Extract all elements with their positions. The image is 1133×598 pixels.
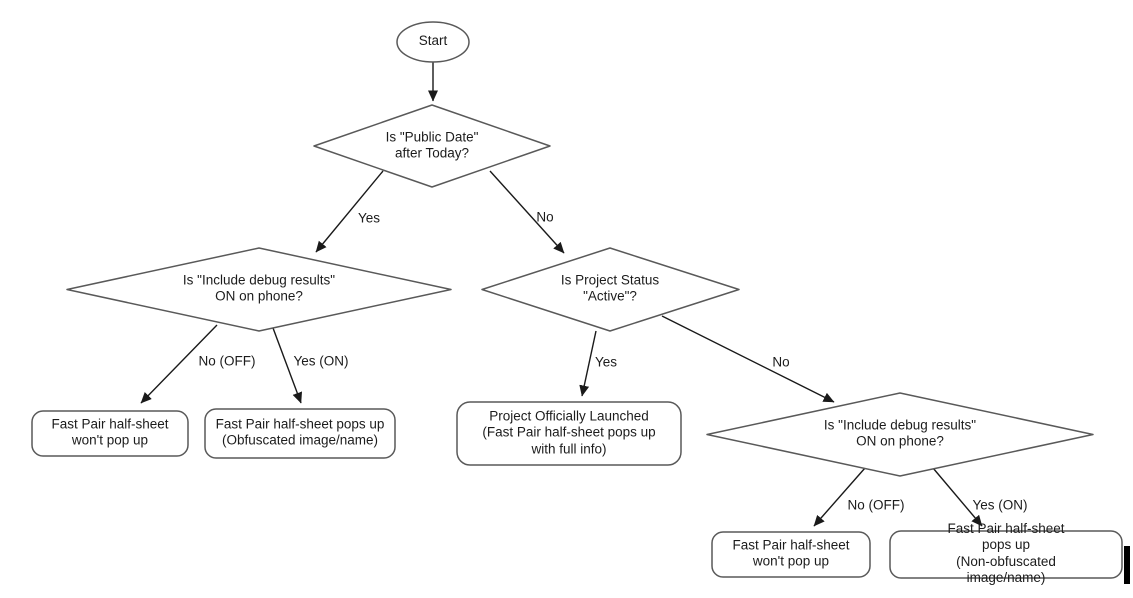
project-status-label: Is Project Status "Active"? [560, 272, 660, 304]
edge-label-no-off-2: No (OFF) [847, 497, 905, 513]
edge-label-no-2: No [772, 354, 790, 370]
edge-label-yes-2: Yes [594, 354, 618, 370]
edge-debug-right-yes-on [932, 467, 983, 527]
edge-debug-left-no-off [140, 324, 218, 404]
debug-left-diamond [66, 247, 452, 332]
launched-box [456, 401, 682, 466]
wont-popup-right-label: Fast Pair half-sheet won't pop up [732, 537, 850, 569]
debug-right-diamond [706, 392, 1094, 477]
edge-public-date-yes [315, 170, 384, 253]
debug-right-label: Is "Include debug results" ON on phone? [823, 417, 977, 449]
text-cursor [1124, 546, 1130, 584]
obfuscated-label: Fast Pair half-sheet pops up (Obfuscated… [215, 416, 385, 448]
edge-public-date-no [489, 170, 565, 254]
obfuscated-box [204, 408, 396, 459]
non-obfuscated-box [889, 530, 1123, 579]
edge-project-status-no [661, 315, 835, 403]
start-label: Start [418, 32, 448, 48]
wont-popup-left-label: Fast Pair half-sheet won't pop up [51, 416, 169, 448]
edge-label-no-off-1: No (OFF) [198, 353, 256, 369]
non-obfuscated-label: Fast Pair half-sheet pops up (Non-obfusc… [947, 521, 1065, 586]
project-status-diamond [481, 247, 740, 332]
edge-label-no-1: No [536, 209, 554, 225]
launched-label: Project Officially Launched (Fast Pair h… [482, 408, 656, 457]
debug-left-label: Is "Include debug results" ON on phone? [182, 272, 336, 304]
edge-debug-right-no-off [813, 467, 866, 527]
start-ellipse [396, 21, 470, 63]
edge-label-yes-on-1: Yes (ON) [293, 353, 349, 369]
edge-label-yes-on-2: Yes (ON) [972, 497, 1028, 513]
wont-popup-right-box [711, 531, 871, 578]
edge-label-yes-1: Yes [357, 210, 381, 226]
edge-debug-left-yes-on [272, 327, 303, 404]
public-date-diamond [313, 104, 551, 188]
wont-popup-left-box [31, 410, 189, 457]
public-date-label: Is "Public Date" after Today? [385, 129, 479, 161]
edge-project-status-yes [579, 330, 597, 397]
